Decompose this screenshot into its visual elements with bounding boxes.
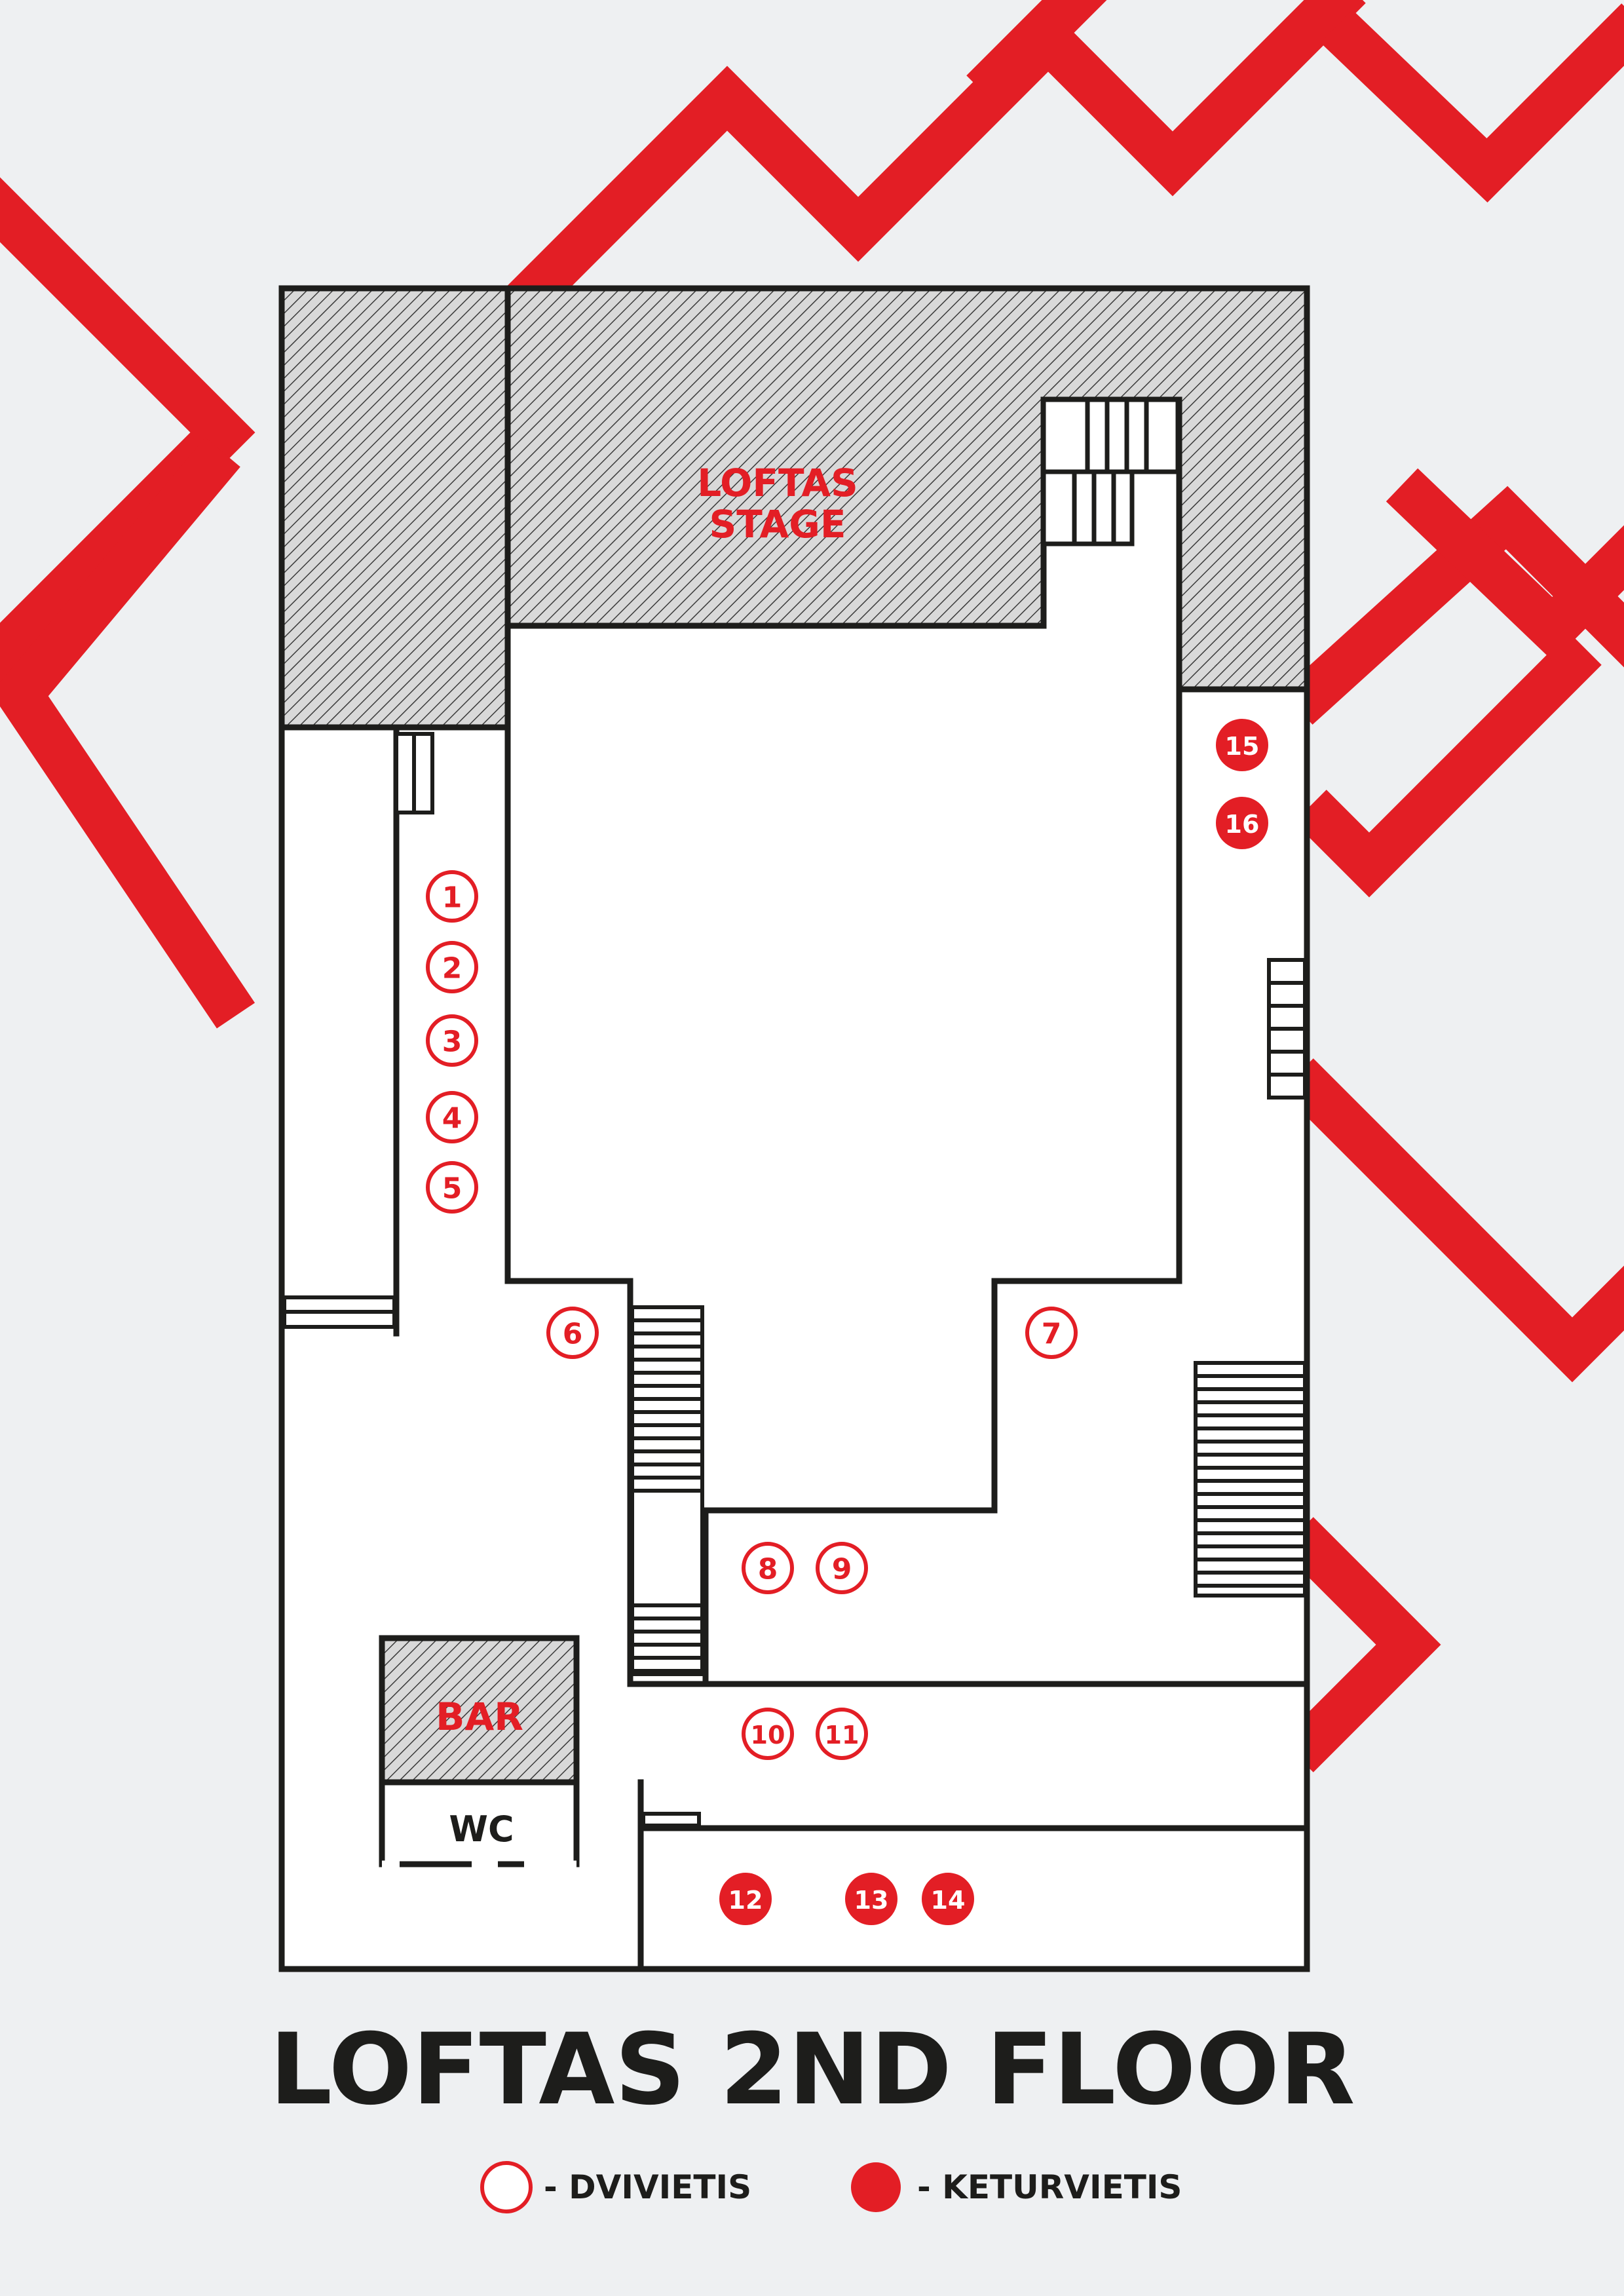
seat-number: 3 [442, 1025, 463, 1059]
staircase-right [1194, 1361, 1307, 1598]
red-zigzag-top-middle [966, 0, 1107, 108]
seat-marker-11[interactable]: 11 [816, 1708, 868, 1760]
red-zigzag-right-middle [1281, 486, 1624, 725]
red-zigzag-upper [0, 177, 255, 688]
two-seat-table-icon [546, 1307, 599, 1359]
hatched-area-top-left [278, 285, 511, 731]
two-seat-table-icon [742, 1542, 794, 1594]
seat-marker-13[interactable]: 13 [845, 1873, 897, 1925]
two-seat-table-icon [426, 870, 478, 923]
staircase-center [630, 1305, 704, 1676]
two-seat-table-icon [742, 1708, 794, 1760]
seat-number: 14 [931, 1886, 966, 1915]
legend-two-seat-icon [480, 2161, 533, 2213]
seat-number: 10 [751, 1721, 785, 1750]
two-seat-table-icon [426, 1161, 478, 1214]
seat-marker-7[interactable]: 7 [1025, 1307, 1078, 1359]
red-zigzag-top-right [1320, 3, 1624, 202]
red-zigzag-right-base [1281, 1517, 1441, 1772]
legend-four-seat-icon [851, 2162, 901, 2212]
small-stairs [282, 732, 1307, 1827]
seat-number: 4 [442, 1102, 463, 1136]
seat-number: 6 [563, 1318, 583, 1351]
stage-stairs [1041, 397, 1180, 546]
seat-number: 16 [1225, 810, 1260, 839]
bar-label: BAR [436, 1694, 523, 1739]
seat-marker-1[interactable]: 1 [426, 870, 478, 923]
red-zigzag-right-bottom [1281, 1058, 1624, 1383]
two-seat-table-icon [426, 1091, 478, 1143]
seat-marker-5[interactable]: 5 [426, 1161, 478, 1214]
stage-label-line1: LOFTAS [697, 461, 858, 505]
seat-number: 12 [728, 1886, 763, 1915]
two-seat-table-icon [426, 1014, 478, 1067]
two-seat-table-icon [1025, 1307, 1078, 1359]
page-title: LOFTAS 2ND FLOOR [269, 2013, 1355, 2127]
seat-number: 11 [825, 1721, 859, 1750]
seat-number: 5 [442, 1172, 463, 1206]
two-seat-table-icon [816, 1708, 868, 1760]
seat-marker-3[interactable]: 3 [426, 1014, 478, 1067]
seat-marker-14[interactable]: 14 [922, 1873, 974, 1925]
seat-number: 7 [1042, 1318, 1062, 1351]
two-seat-table-icon [816, 1542, 868, 1594]
seat-marker-16[interactable]: 16 [1216, 797, 1268, 849]
background-decoration [0, 0, 1624, 1772]
seat-marker-8[interactable]: 8 [742, 1542, 794, 1594]
four-seat-table-icon [1216, 719, 1268, 771]
legend-four-seat-label: - KETURVIETIS [917, 2168, 1182, 2206]
seat-number: 13 [854, 1886, 889, 1915]
seat-marker-9[interactable]: 9 [816, 1542, 868, 1594]
red-zigzag-diamond-left [0, 437, 255, 1029]
legend: - DVIVIETIS - KETURVIETIS [480, 2161, 1182, 2213]
outer-wall [278, 285, 1310, 1972]
legend-two-seat-label: - DVIVIETIS [544, 2168, 751, 2206]
seat-number: 8 [758, 1553, 778, 1586]
seat-marker-4[interactable]: 4 [426, 1091, 478, 1143]
seat-marker-2[interactable]: 2 [426, 941, 478, 993]
four-seat-table-icon [1216, 797, 1268, 849]
red-zigzag-far-right [1386, 468, 1624, 661]
wc-label: WC [449, 1808, 514, 1850]
four-seat-table-icon [922, 1873, 974, 1925]
seat-number: 1 [442, 881, 463, 915]
seat-marker-6[interactable]: 6 [546, 1307, 599, 1359]
stage-label-line2: STAGE [709, 502, 846, 546]
hatched-areas [278, 285, 1310, 1786]
seat-number: 15 [1225, 732, 1260, 761]
seat-number: 9 [832, 1553, 852, 1586]
four-seat-table-icon [845, 1873, 897, 1925]
seat-number: 2 [442, 952, 463, 985]
two-seat-table-icon [426, 941, 478, 993]
red-zigzag-upper-right [390, 0, 1366, 436]
seat-marker-10[interactable]: 10 [742, 1708, 794, 1760]
walls [278, 285, 1310, 1972]
seat-marker-15[interactable]: 15 [1216, 719, 1268, 771]
seat-marker-12[interactable]: 12 [719, 1873, 772, 1925]
red-zigzag-right-lower [1294, 632, 1602, 898]
four-seat-table-icon [719, 1873, 772, 1925]
